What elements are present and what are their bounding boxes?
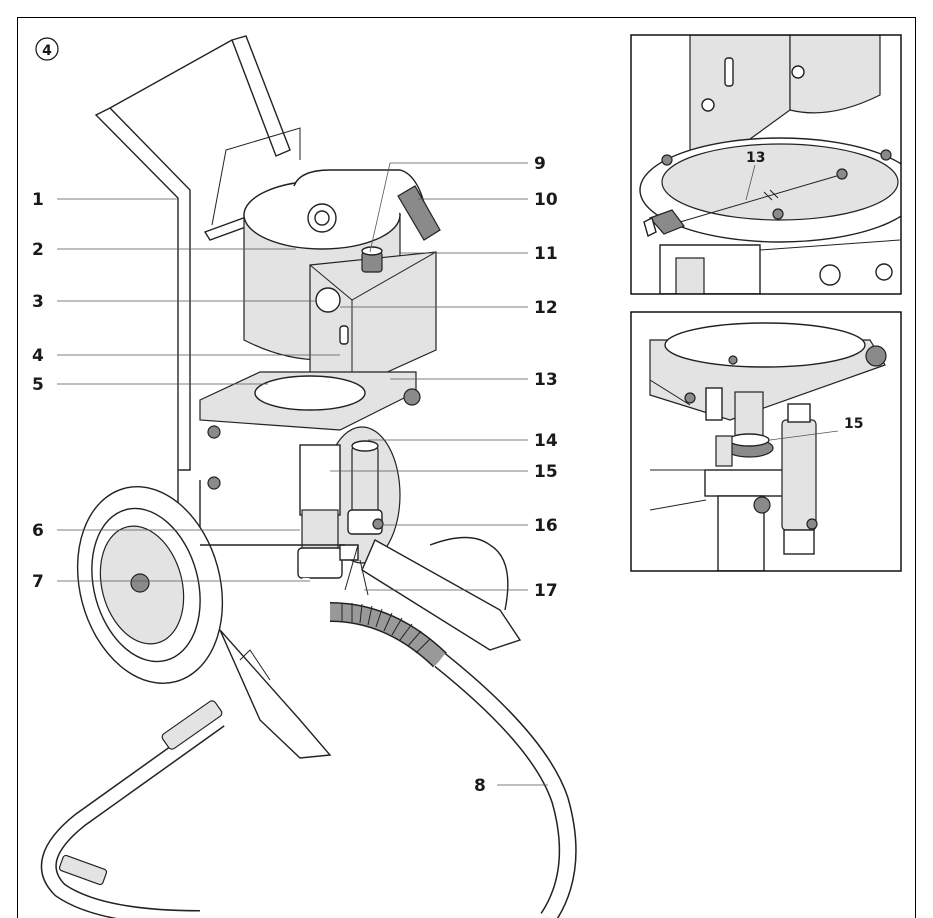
callout-2: 2 bbox=[32, 240, 44, 260]
sprayer-illustration bbox=[40, 35, 577, 918]
callout-6: 6 bbox=[32, 521, 44, 541]
figure-number: 4 bbox=[42, 43, 52, 59]
inset-top-callout-13: 13 bbox=[746, 150, 765, 166]
figure-number-badge: 4 bbox=[35, 37, 59, 61]
callout-leaders bbox=[57, 162, 548, 786]
callout-8: 8 bbox=[474, 776, 486, 796]
callout-3: 3 bbox=[32, 292, 44, 312]
callout-13: 13 bbox=[534, 370, 558, 390]
callout-15: 15 bbox=[534, 462, 558, 482]
callout-5: 5 bbox=[32, 375, 44, 395]
figure-frame bbox=[17, 17, 916, 918]
inset-bottom: 15 bbox=[630, 311, 902, 572]
callout-1: 1 bbox=[32, 190, 44, 210]
callout-12: 12 bbox=[534, 298, 558, 318]
callout-labels: 1 2 3 4 5 6 7 8 9 10 11 12 13 14 15 16 1… bbox=[32, 154, 558, 796]
callout-4: 4 bbox=[32, 346, 44, 366]
callout-9: 9 bbox=[534, 154, 546, 174]
callout-10: 10 bbox=[534, 190, 558, 210]
callout-14: 14 bbox=[534, 431, 558, 451]
inset-top: 13 bbox=[630, 34, 902, 295]
callout-7: 7 bbox=[32, 572, 44, 592]
callout-11: 11 bbox=[534, 244, 558, 264]
callout-16: 16 bbox=[534, 516, 558, 536]
callout-17: 17 bbox=[534, 581, 558, 601]
inset-bottom-callout-15: 15 bbox=[844, 416, 863, 432]
